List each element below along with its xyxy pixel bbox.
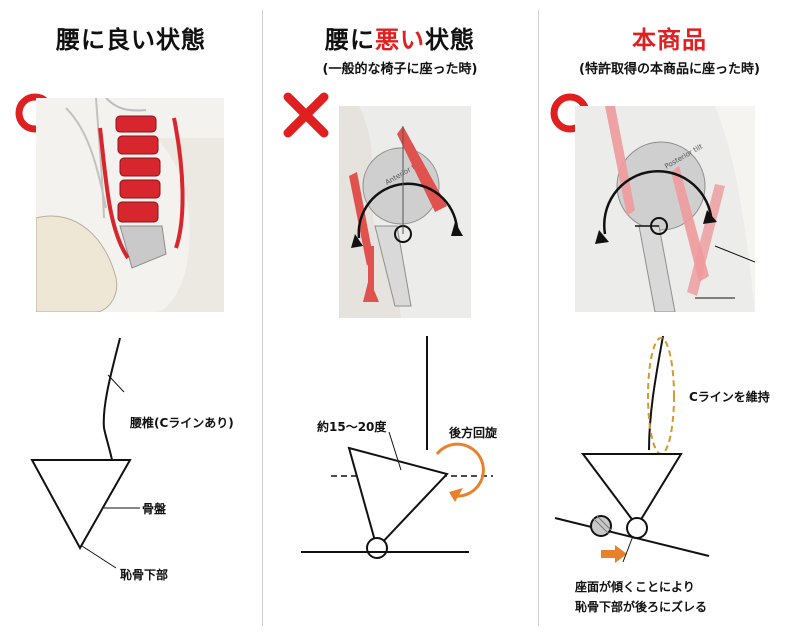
panel-bad-title: 腰に悪い状態 (263, 20, 537, 55)
divider-2 (538, 10, 539, 626)
spine-illustration-good (36, 98, 224, 312)
panel-product-subtitle: (特許取得の本商品に座った時) (579, 62, 760, 77)
label-c-line: Cラインを維持 (689, 390, 770, 404)
title-part-a: 腰に (325, 26, 375, 54)
posture-diagram-product (549, 330, 800, 580)
label-lumbar-spine: 腰椎(Cラインあり) (130, 416, 234, 430)
panel-good-title: 腰に良い状態 (56, 26, 206, 54)
label-angle: 約15～20度 (317, 420, 387, 434)
label-pelvis: 骨盤 (142, 502, 167, 516)
panel-good: 腰に良い状態 (0, 0, 262, 636)
pelvis-illustration-product: Posterior tilt (575, 106, 755, 312)
label-caption-line-2: 恥骨下部が後ろにズレる (575, 600, 708, 614)
panel-bad: 腰に悪い状態 (一般的な椅子に座った時) Anterior tilt (263, 0, 537, 636)
posture-diagram-good (20, 330, 260, 590)
divider-1 (262, 10, 263, 626)
label-caption-line-1: 座面が傾くことにより (575, 580, 695, 594)
panel-bad-subtitle: (一般的な椅子に座った時) (322, 62, 478, 77)
label-posterior-rotation: 後方回旋 (449, 426, 498, 440)
label-pubis: 恥骨下部 (120, 568, 169, 582)
title-part-c: 状態 (425, 26, 475, 54)
panel-product-title: 本商品 (632, 26, 707, 54)
panel-product: 本商品 (特許取得の本商品に座った時) Posterior tilt (539, 0, 800, 636)
posture-diagram-bad (293, 330, 537, 580)
title-part-b: 悪い (375, 26, 425, 54)
cross-ng-icon (281, 90, 331, 140)
pelvis-illustration-bad: Anterior tilt (339, 106, 471, 318)
